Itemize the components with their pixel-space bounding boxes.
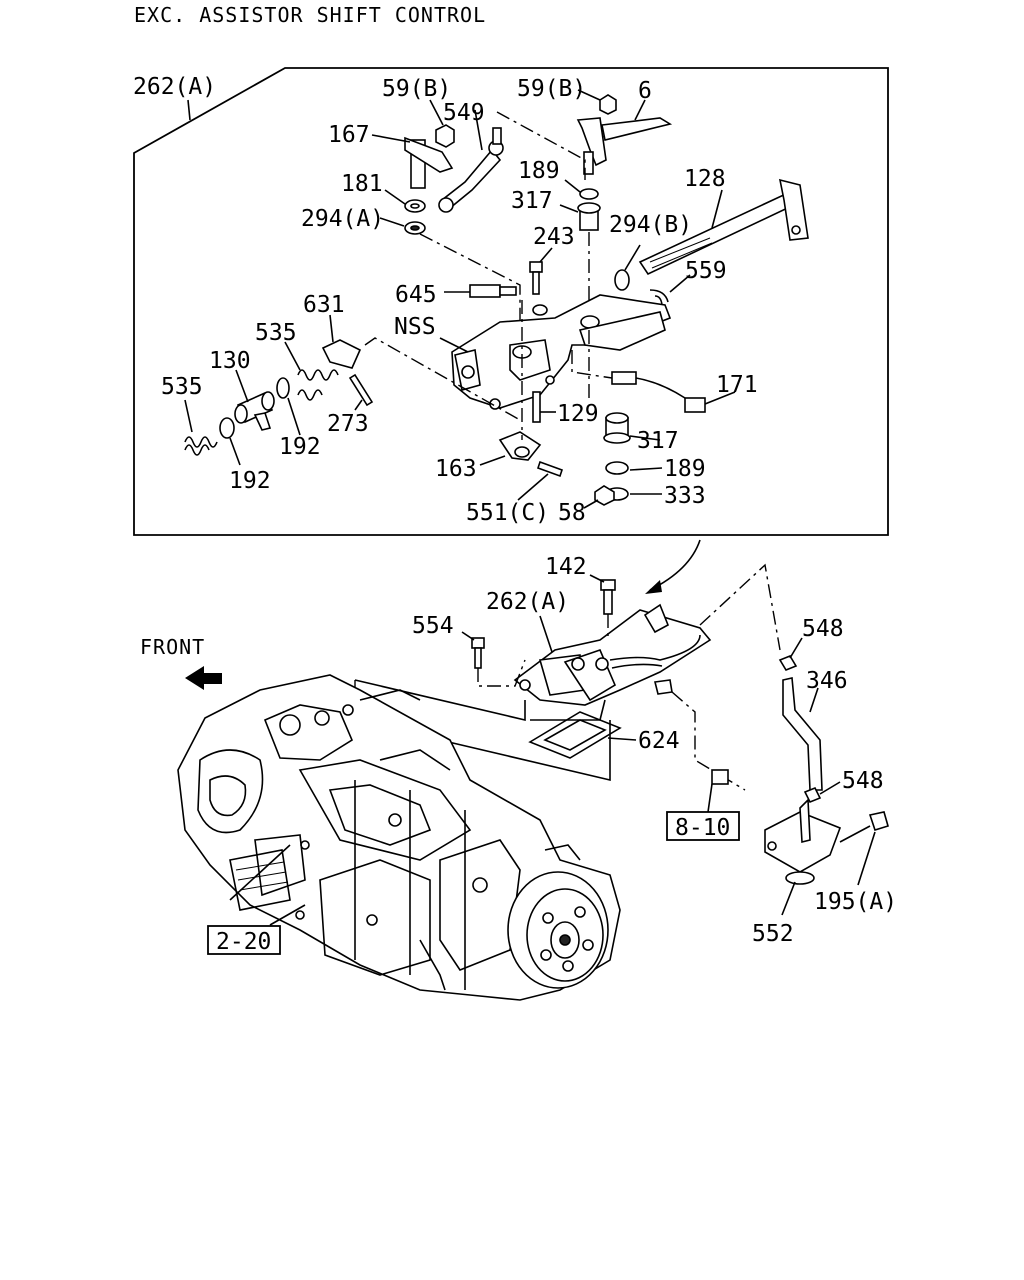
part-130-plunger [234,369,275,431]
label-559: 559 [685,258,727,284]
part-273-pin [348,373,374,411]
part-189-ring-top [564,179,599,200]
part-317-bushing-bottom [588,330,661,444]
label-262a-top: 262(A) [133,74,216,100]
label-128: 128 [684,166,726,192]
label-535-upper: 535 [255,320,297,346]
part-6-bracket-lever [576,99,673,175]
part-163-lever [479,300,542,466]
part-59b-nut-right [577,89,617,115]
label-181: 181 [341,171,383,197]
label-129: 129 [557,401,599,427]
label-142: 142 [545,554,587,580]
leader-262a-top [187,99,191,121]
part-535-spring-upper [284,341,339,401]
part-171-sensor [571,350,736,413]
part-294b-bushing [614,244,641,291]
part-554-bolt [461,631,526,687]
label-333: 333 [664,483,706,509]
part-559-pipe [649,274,691,306]
part-181-washer [384,189,426,213]
front-arrow-icon [185,666,222,690]
assembly-line-548 [699,563,781,651]
ref-box-2-20 [207,925,281,955]
label-171: 171 [716,372,758,398]
part-549-linkage-rod [438,109,504,213]
mount-line-a [354,679,526,722]
part-243-bolt [529,247,553,295]
label-192-left: 192 [229,468,271,494]
part-128-shift-shaft [638,178,809,276]
part-631-detent [321,314,362,369]
part-129-pin [532,391,556,423]
ref-box-8-10 [666,811,740,841]
label-552: 552 [752,921,794,947]
exploded-view-frame [133,67,889,536]
part-142-bolt [589,574,616,640]
part-58-nut [583,485,615,509]
part-192-washer-right [276,377,301,436]
part-195a-bolt [839,811,889,886]
label-58: 58 [558,500,586,526]
part-192-washer-left [219,417,241,466]
label-317-bottom: 317 [637,428,679,454]
label-59b-right: 59(B) [517,76,586,102]
label-294a: 294(A) [301,206,384,232]
output-flange [507,871,609,989]
part-294a-bushing [379,217,426,235]
nss-shift-housing [439,294,672,410]
front-direction-label: FRONT [140,635,205,659]
part-59b-nut-left [429,99,455,148]
shift-housing-assembled [513,603,712,706]
label-189-top: 189 [518,158,560,184]
part-346-hose [782,677,823,791]
label-631: 631 [303,292,345,318]
label-645: 645 [395,282,437,308]
ref-8-10[interactable]: 8-10 [675,815,730,841]
label-6: 6 [638,78,652,104]
label-189-bottom: 189 [664,456,706,482]
leader-2-20 [269,904,306,926]
part-551c-pin [517,460,564,501]
label-294b: 294(B) [609,212,692,238]
mount-line-b [439,720,611,782]
label-195a: 195(A) [814,889,897,915]
part-624-gasket [528,699,637,759]
diagram-title: EXC. ASSISTOR SHIFT CONTROL [134,3,486,27]
label-317-top: 317 [511,188,553,214]
part-167-shift-lever [371,134,454,189]
part-535-spring-lower [184,399,218,456]
label-535-lower: 535 [161,374,203,400]
label-551c: 551(C) [466,500,549,526]
pointer-arrow-head [645,580,662,594]
assembly-line-connector [671,691,746,791]
label-548-bottom: 548 [842,768,884,794]
label-548-top: 548 [802,616,844,642]
label-192-right: 192 [279,434,321,460]
label-346: 346 [806,668,848,694]
assembly-line-6 [496,111,586,180]
label-549: 549 [443,100,485,126]
label-243: 243 [533,224,575,250]
label-59b-left: 59(B) [382,76,451,102]
label-262a-mid: 262(A) [486,589,569,615]
label-167: 167 [328,122,370,148]
part-645-sensor [444,284,517,298]
assembly-line-631 [364,337,521,421]
label-130: 130 [209,348,251,374]
label-624: 624 [638,728,680,754]
ref-2-20[interactable]: 2-20 [216,929,271,955]
label-nss: NSS [394,314,436,340]
label-273: 273 [327,411,369,437]
part-548-clip-top [778,637,803,671]
part-552-bracket [764,798,842,916]
connector-8-10 [707,769,729,813]
label-554: 554 [412,613,454,639]
label-163: 163 [435,456,477,482]
part-189-ring-bottom [605,461,663,475]
